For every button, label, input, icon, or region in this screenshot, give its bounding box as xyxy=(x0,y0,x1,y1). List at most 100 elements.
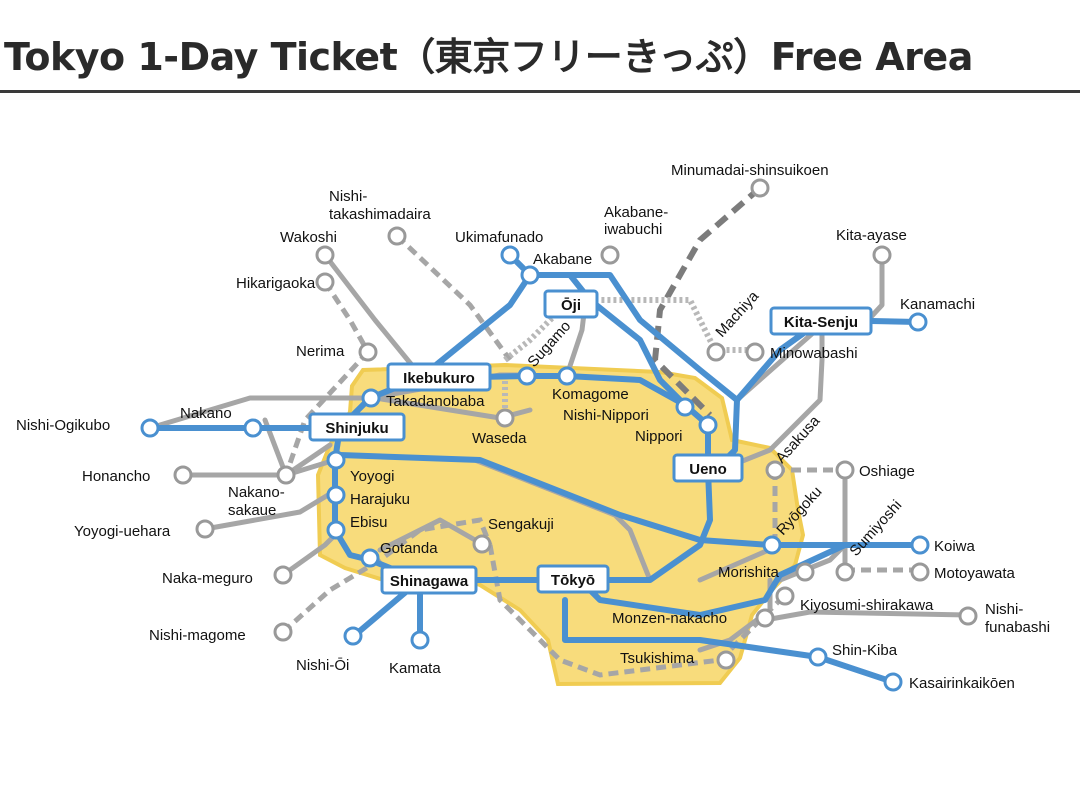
station-dot-ukimafunado[interactable] xyxy=(500,245,520,265)
nippori-toneri-liner xyxy=(651,185,762,418)
station-dot-koiwa[interactable] xyxy=(910,535,930,555)
label-komagome: Komagome xyxy=(552,386,629,403)
label-yoyogi: Yoyogi xyxy=(350,468,395,485)
station-dot-takadanobaba[interactable] xyxy=(361,388,381,408)
station-dot-gotanda[interactable] xyxy=(360,548,380,568)
station-box-ikebukuro[interactable] xyxy=(386,362,492,392)
station-label-tokyo: Tōkyō xyxy=(551,572,595,589)
station-dot-ebisu[interactable] xyxy=(326,520,346,540)
station-dot-kamata[interactable] xyxy=(410,630,430,650)
station-dot-asakusa[interactable] xyxy=(765,460,785,480)
page-title: Tokyo 1-Day Ticket（東京フリーきっぷ）Free Area xyxy=(4,35,973,79)
station-dot-minumadai[interactable] xyxy=(750,178,770,198)
label-hikarigaoka: Hikarigaoka xyxy=(236,275,316,292)
station-dot-wakoshi[interactable] xyxy=(315,245,335,265)
station-dot-naka-meguro[interactable] xyxy=(273,565,293,585)
label-nishi-funabashi-2: funabashi xyxy=(985,619,1050,636)
label-machiya: Machiya xyxy=(712,287,762,340)
label-oshiage: Oshiage xyxy=(859,463,915,480)
station-dot-tsukishima[interactable] xyxy=(716,650,736,670)
label-ebisu: Ebisu xyxy=(350,514,388,531)
station-dot-yoyogi[interactable] xyxy=(326,450,346,470)
label-akabane-iwabuchi-1: Akabane- xyxy=(604,204,668,221)
station-dot-akabane[interactable] xyxy=(520,265,540,285)
station-dot-hikarigaoka[interactable] xyxy=(315,272,335,292)
station-dot-nakano-sakaue[interactable] xyxy=(276,465,296,485)
label-minumadai: Minumadai-shinsuikoen xyxy=(671,162,829,179)
station-box-oji[interactable] xyxy=(543,289,599,319)
label-nishi-magome: Nishi-magome xyxy=(149,627,246,644)
station-dot-nishi-magome[interactable] xyxy=(273,622,293,642)
station-box-ueno[interactable] xyxy=(672,453,744,483)
label-nishi-takashimadaira-1: Nishi- xyxy=(329,188,367,205)
label-kamata: Kamata xyxy=(389,660,441,677)
label-sengakuji: Sengakuji xyxy=(488,516,554,533)
label-wakoshi: Wakoshi xyxy=(280,229,337,246)
title-rule xyxy=(0,90,1080,93)
station-dot-sugamo[interactable] xyxy=(517,366,537,386)
label-waseda: Waseda xyxy=(472,430,527,447)
station-dot-oshiage[interactable] xyxy=(835,460,855,480)
station-dot-nerima[interactable] xyxy=(358,342,378,362)
other-stations xyxy=(173,178,978,670)
station-dot-sengakuji[interactable] xyxy=(472,534,492,554)
station-dot-nishi-funabashi[interactable] xyxy=(958,606,978,626)
station-label-ikebukuro: Ikebukuro xyxy=(403,370,475,387)
page-header: Tokyo 1-Day Ticket（東京フリーきっぷ）Free Area xyxy=(0,0,1080,93)
station-dot-nakano[interactable] xyxy=(243,418,263,438)
station-dot-monzen-nakacho[interactable] xyxy=(755,608,775,628)
label-akabane: Akabane xyxy=(533,251,592,268)
station-dot-waseda[interactable] xyxy=(495,408,515,428)
station-dot-kita-ayase[interactable] xyxy=(872,245,892,265)
station-dot-shin-kiba[interactable] xyxy=(808,647,828,667)
label-gotanda: Gotanda xyxy=(380,540,438,557)
label-kiyosumi: Kiyosumi-shirakawa xyxy=(800,597,934,614)
station-dot-morishita[interactable] xyxy=(795,562,815,582)
label-nakano: Nakano xyxy=(180,405,232,422)
station-dot-motoyawata[interactable] xyxy=(910,562,930,582)
station-dot-kiyosumi[interactable] xyxy=(775,586,795,606)
label-harajuku: Harajuku xyxy=(350,491,410,508)
major-station-boxes: Ikebukuro Shinjuku Ōji Kita-Senju Ueno S… xyxy=(308,289,873,595)
label-nishi-ogikubo: Nishi-Ogikubo xyxy=(16,417,110,434)
station-dot-kanamachi[interactable] xyxy=(908,312,928,332)
label-motoyawata: Motoyawata xyxy=(934,565,1016,582)
station-dot-kasairinkaikoen[interactable] xyxy=(883,672,903,692)
jr-stations xyxy=(140,245,930,692)
label-nishi-funabashi-1: Nishi- xyxy=(985,601,1023,618)
station-dot-yoyogi-uehara[interactable] xyxy=(195,519,215,539)
label-sumiyoshi: Sumiyoshi xyxy=(846,497,905,560)
station-dot-harajuku[interactable] xyxy=(326,485,346,505)
station-dot-machiya[interactable] xyxy=(706,342,726,362)
label-minowabashi: Minowabashi xyxy=(770,345,858,362)
station-dot-akabane-iwabuchi[interactable] xyxy=(600,245,620,265)
station-labels: Minumadai-shinsuikoen Nishi- takashimada… xyxy=(16,162,1050,692)
station-dot-nippori[interactable] xyxy=(698,415,718,435)
station-box-shinjuku[interactable] xyxy=(308,412,406,442)
station-box-kita-senju[interactable] xyxy=(769,306,873,336)
label-morishita: Morishita xyxy=(718,564,780,581)
label-nishi-nippori: Nishi-Nippori xyxy=(563,407,649,424)
label-tsukishima: Tsukishima xyxy=(620,650,695,667)
station-label-oji: Ōji xyxy=(561,297,581,314)
station-dot-minowabashi[interactable] xyxy=(745,342,765,362)
station-dot-nishi-takashimadaira[interactable] xyxy=(387,226,407,246)
label-nakano-sakaue-1: Nakano- xyxy=(228,484,285,501)
label-naka-meguro: Naka-meguro xyxy=(162,570,253,587)
station-dot-nishi-oi[interactable] xyxy=(343,626,363,646)
label-ukimafunado: Ukimafunado xyxy=(455,229,543,246)
station-dot-nishi-ogikubo[interactable] xyxy=(140,418,160,438)
label-nippori: Nippori xyxy=(635,428,683,445)
station-dot-komagome[interactable] xyxy=(557,366,577,386)
label-kasairinkaikoen: Kasairinkaikōen xyxy=(909,675,1015,692)
label-kita-ayase: Kita-ayase xyxy=(836,227,907,244)
station-dot-nishi-nippori[interactable] xyxy=(675,397,695,417)
station-dot-ryogoku[interactable] xyxy=(762,535,782,555)
label-nerima: Nerima xyxy=(296,343,345,360)
label-honancho: Honancho xyxy=(82,468,150,485)
label-sugamo: Sugamo xyxy=(524,318,574,371)
station-dot-sumiyoshi[interactable] xyxy=(835,562,855,582)
station-box-tokyo[interactable] xyxy=(536,564,610,594)
station-box-shinagawa[interactable] xyxy=(380,565,478,595)
station-dot-honancho[interactable] xyxy=(173,465,193,485)
